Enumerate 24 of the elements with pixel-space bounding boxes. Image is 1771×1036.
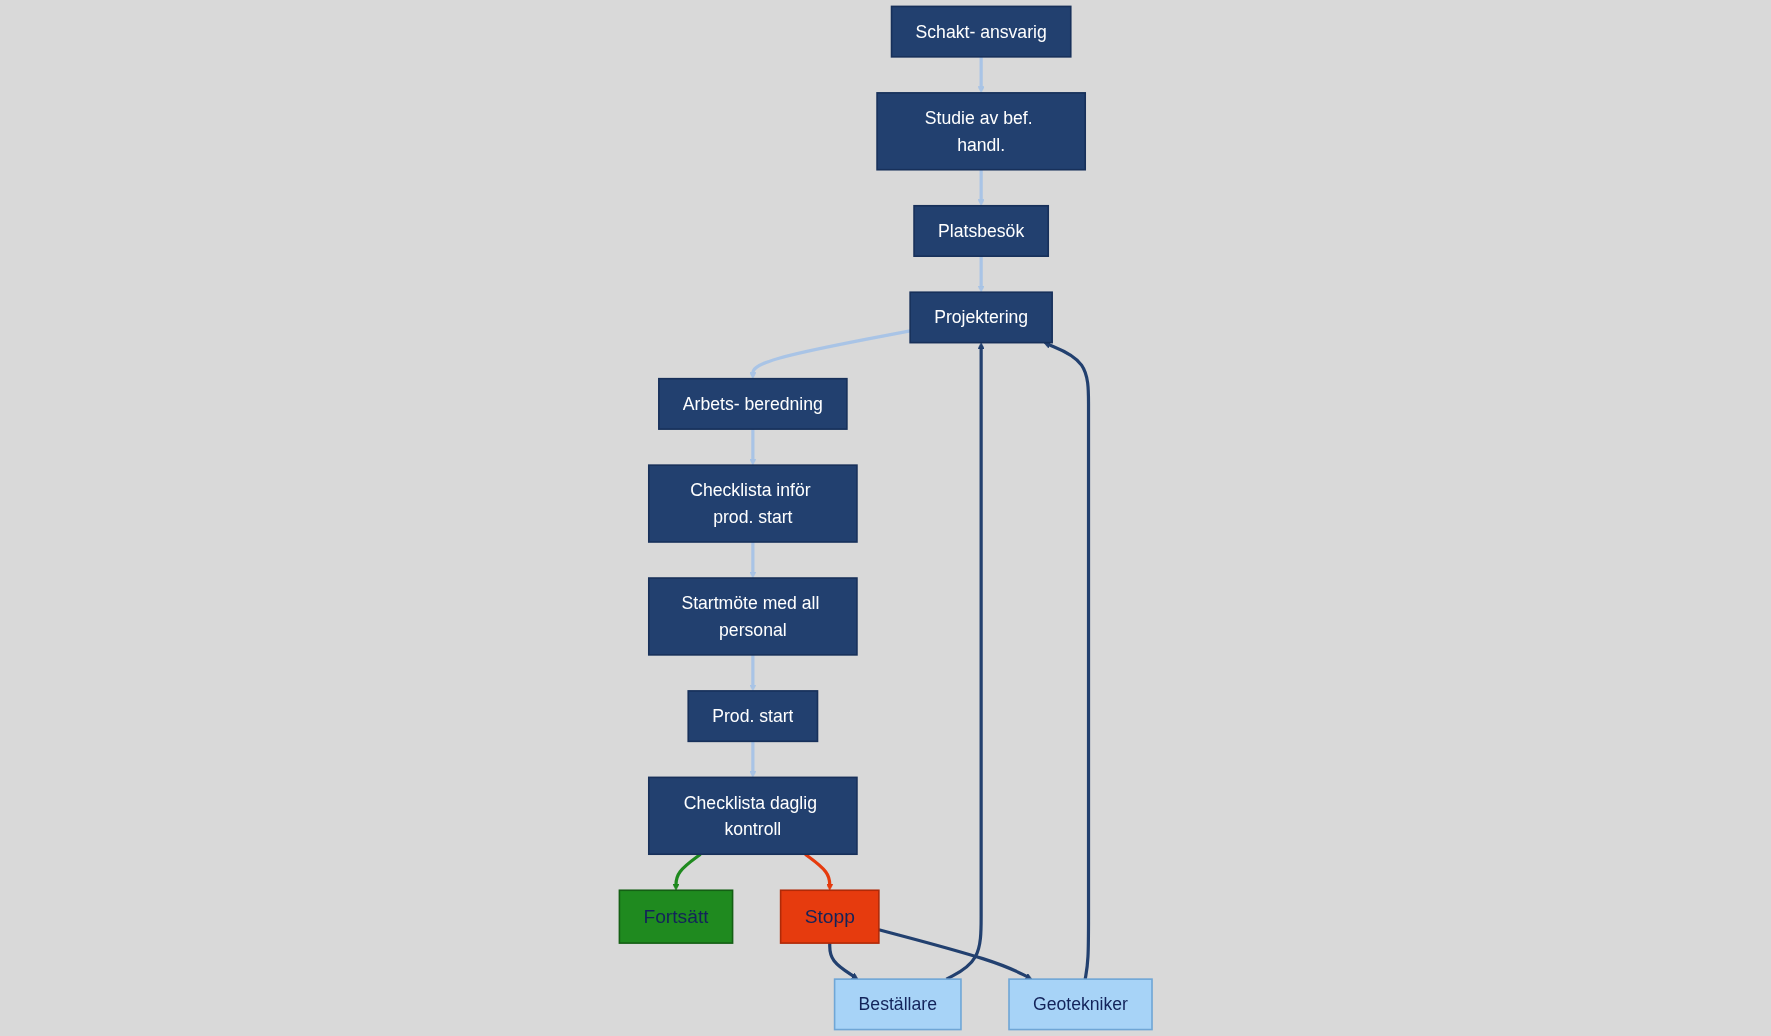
- arrow: [827, 943, 859, 980]
- node-box: Checklista inför prod. start: [647, 464, 858, 543]
- arrow: [878, 928, 1032, 980]
- node-box: Schakt- ansvarig: [890, 5, 1072, 58]
- node-box: Geotekniker: [1008, 978, 1153, 1031]
- arrow: [749, 741, 757, 778]
- node-box: Prod. start: [687, 690, 819, 743]
- arrow: [1043, 341, 1090, 980]
- arrow: [977, 169, 985, 207]
- arrow: [977, 56, 985, 94]
- arrow: [977, 256, 985, 293]
- node-box: Stopp: [779, 889, 880, 944]
- arrow: [749, 429, 757, 466]
- node-box: Arbets- beredning: [657, 377, 848, 430]
- node-box: Projektering: [909, 291, 1053, 344]
- arrow: [749, 654, 757, 692]
- arrow: [749, 542, 757, 579]
- node-box: Startmöte med all personal: [647, 577, 858, 656]
- node-box: Beställare: [833, 978, 962, 1031]
- node-box: Fortsätt: [618, 889, 734, 944]
- node-box: Studie av bef. handl.: [876, 92, 1086, 171]
- node-box: Checklista daglig kontroll: [647, 776, 858, 856]
- arrow: [945, 342, 985, 981]
- node-box: Platsbesök: [913, 204, 1049, 257]
